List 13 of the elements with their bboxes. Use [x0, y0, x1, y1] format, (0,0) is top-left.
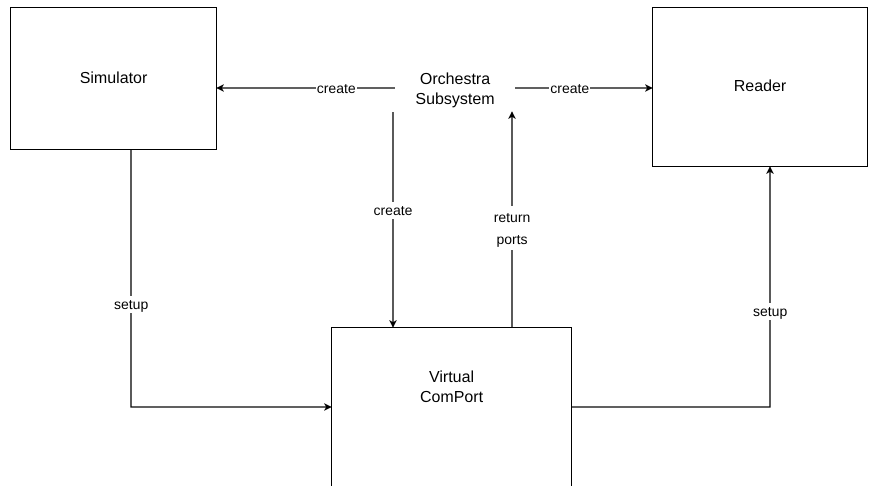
arrow: [572, 166, 774, 408]
process-box: [10, 7, 217, 150]
arrow: [389, 112, 397, 328]
arrow: [130, 150, 332, 411]
edge-label: setup: [113, 296, 150, 313]
process-box: [331, 327, 572, 486]
edge-label: create: [372, 202, 414, 220]
box-label: Reader: [734, 77, 786, 97]
box-label: Simulator: [80, 68, 148, 88]
process-box: [652, 7, 868, 167]
box-label: Virtual ComPort: [418, 368, 484, 408]
edge-label: setup: [752, 302, 788, 320]
node-text: Orchestra Subsystem: [414, 70, 496, 110]
